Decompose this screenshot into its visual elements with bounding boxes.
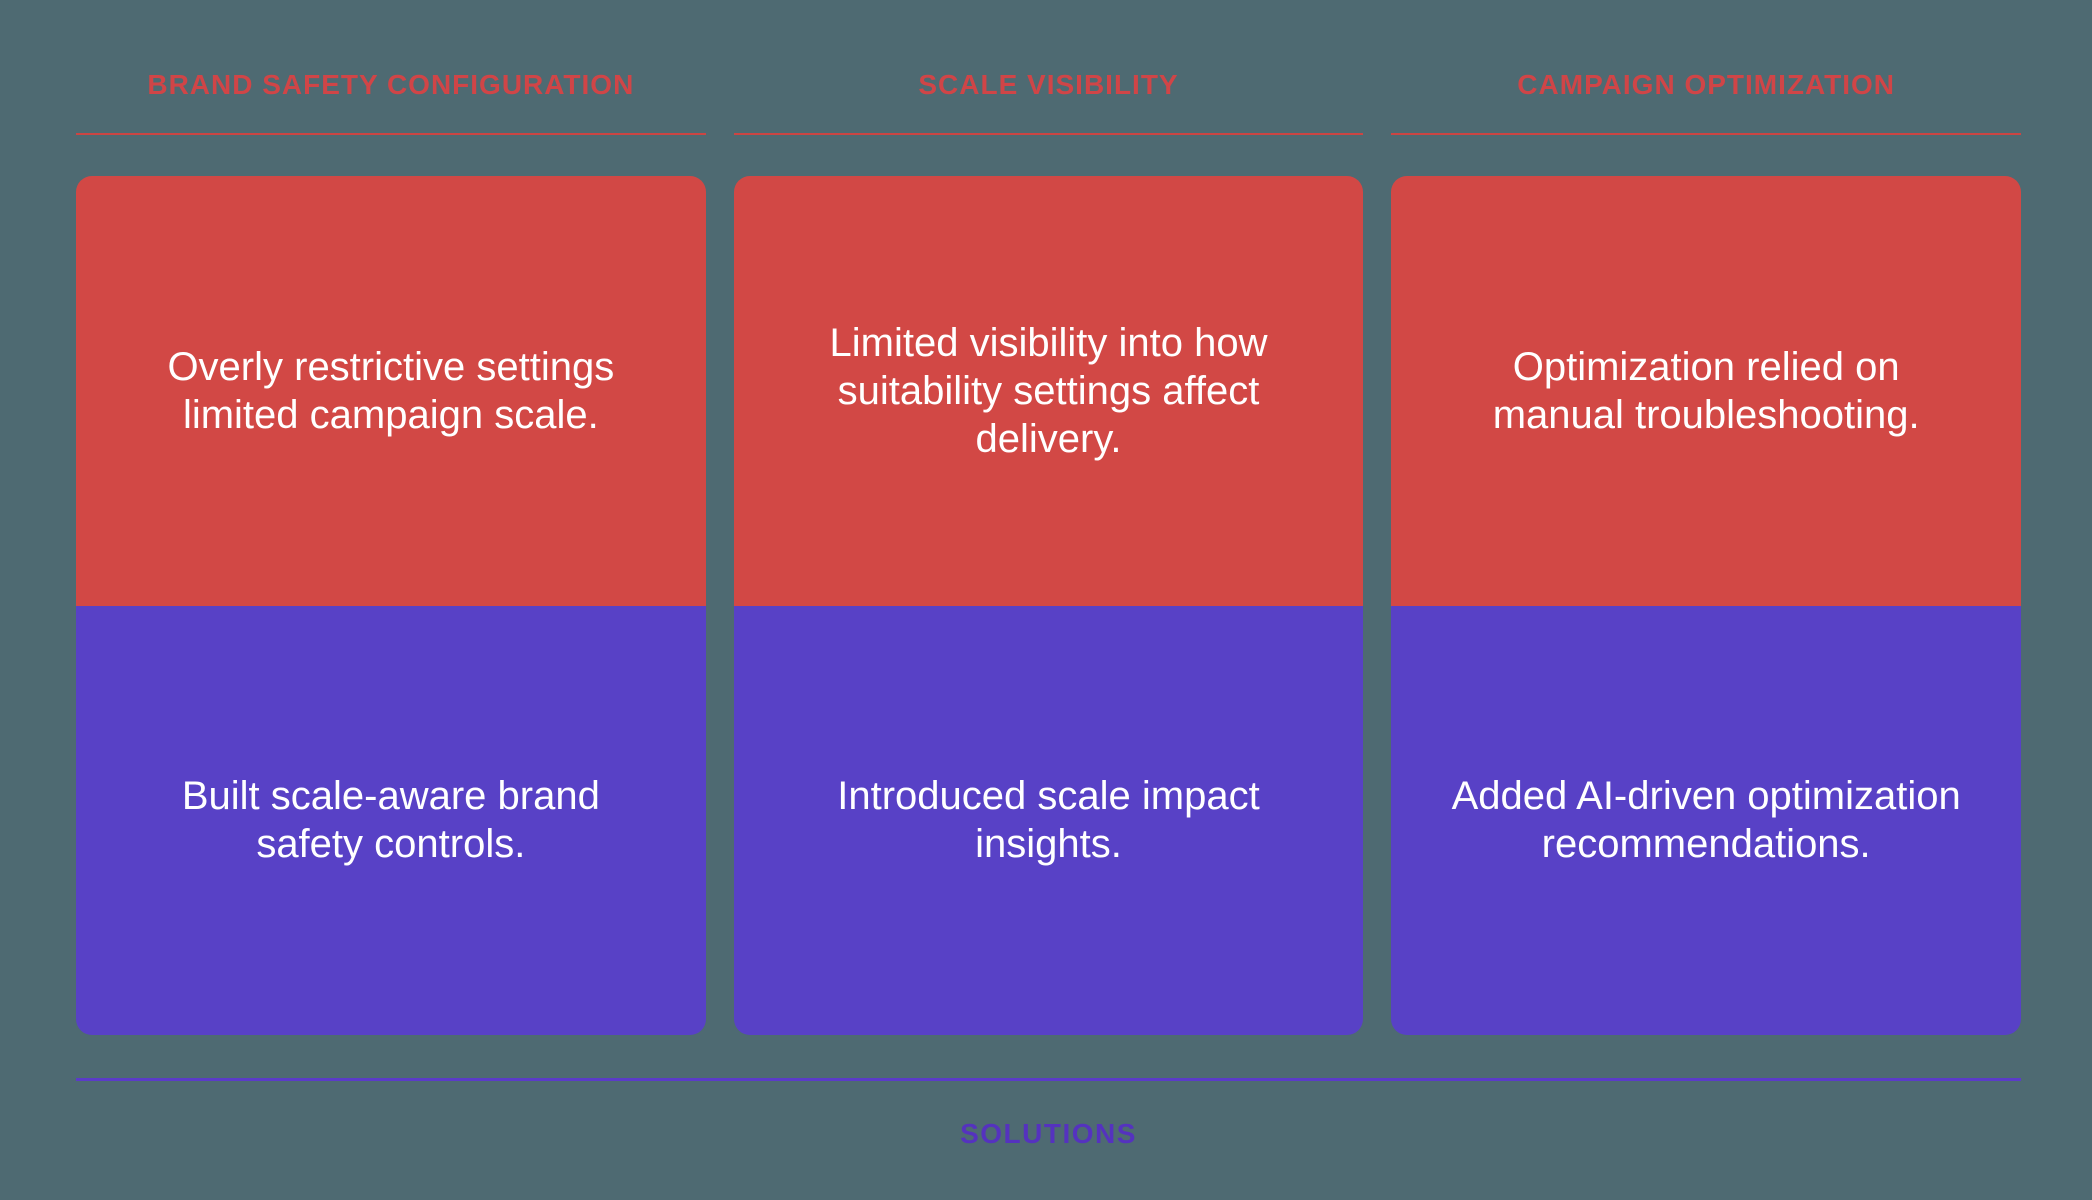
problem-section: Optimization relied on manual troublesho… — [1391, 176, 2021, 606]
solution-text: Introduced scale impact insights. — [837, 774, 1260, 867]
problem-section: Limited visibility into how suitability … — [733, 176, 1364, 606]
column-header-label: CAMPAIGN OPTIMIZATION — [1517, 68, 1896, 100]
problem-text: Limited visibility into how suitability … — [829, 320, 1268, 461]
problem-section: Overly restrictive settings limited camp… — [76, 176, 706, 606]
column-header: SCALE VISIBILITY — [733, 0, 1364, 135]
problem-solution-card: Limited visibility into how suitability … — [733, 176, 1364, 1035]
columns-grid: BRAND SAFETY CONFIGURATION Overly restri… — [76, 0, 2021, 1035]
solution-section: Built scale-aware brand safety controls. — [76, 605, 706, 1035]
column-brand-safety-configuration: BRAND SAFETY CONFIGURATION Overly restri… — [76, 0, 706, 1035]
column-scale-visibility: SCALE VISIBILITY Limited visibility into… — [733, 0, 1364, 1035]
solution-text: Added AI-driven optimization recommendat… — [1451, 774, 1961, 867]
solutions-label: SOLUTIONS — [960, 1118, 1137, 1149]
solution-text: Built scale-aware brand safety controls. — [181, 774, 600, 867]
column-header-label: SCALE VISIBILITY — [918, 68, 1179, 100]
column-header-label: BRAND SAFETY CONFIGURATION — [147, 68, 635, 100]
solution-section: Added AI-driven optimization recommendat… — [1391, 605, 2021, 1035]
problem-text: Optimization relied on manual troublesho… — [1492, 344, 1920, 437]
solutions-divider — [76, 1078, 2021, 1081]
problem-text: Overly restrictive settings limited camp… — [167, 344, 615, 437]
column-header: CAMPAIGN OPTIMIZATION — [1391, 0, 2021, 135]
column-campaign-optimization: CAMPAIGN OPTIMIZATION Optimization relie… — [1391, 0, 2021, 1035]
column-header: BRAND SAFETY CONFIGURATION — [76, 0, 706, 135]
problem-solution-card: Overly restrictive settings limited camp… — [76, 176, 706, 1035]
solution-section: Introduced scale impact insights. — [733, 605, 1364, 1035]
problem-solution-card: Optimization relied on manual troublesho… — [1391, 176, 2021, 1035]
